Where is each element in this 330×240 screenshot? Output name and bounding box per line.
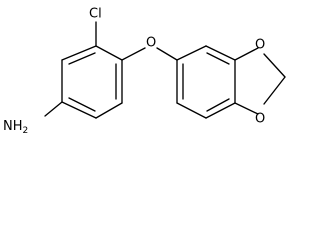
- aniline-ring: [61, 45, 123, 119]
- bond-to-amine: [44, 101, 63, 117]
- double-bond-b4-b5: [206, 98, 230, 112]
- ether-oxygen-label: O: [146, 36, 156, 51]
- chlorine-label: Cl: [89, 7, 102, 22]
- double-bond-b2-b3: [206, 52, 230, 65]
- double-bond-a4-a5: [68, 97, 96, 112]
- bond-a1-a2: [95, 45, 123, 61]
- benzodioxole-ring: [176, 45, 236, 119]
- bond-to-ether-oxygen-left: [121, 47, 146, 61]
- bond-a4-a5: [61, 101, 97, 119]
- methylenedioxy-bridge: [234, 47, 286, 115]
- chemical-structure: Cl O NH2 O O: [3, 7, 286, 136]
- bond-b4-b5: [205, 102, 236, 119]
- bond-b1-b2: [176, 45, 207, 61]
- bond-b2-b3: [205, 45, 236, 61]
- bond-ch2-lower-oxygen: [263, 76, 286, 105]
- bond-b3-upper-oxygen: [234, 47, 259, 61]
- double-bond-a6-a1: [68, 52, 96, 65]
- bond-to-ether-oxygen-right: [156, 47, 178, 61]
- bond-upper-oxygen-ch2: [263, 53, 286, 78]
- amine-label: NH2: [3, 119, 28, 136]
- bond-a6-a1: [61, 45, 97, 61]
- bond-b5-b6: [176, 102, 207, 119]
- substituent-bonds: [44, 21, 178, 117]
- amine-subscript: 2: [23, 126, 29, 136]
- bond-lower-oxygen-b4: [234, 102, 259, 115]
- ring-oxygen-lower-label: O: [255, 112, 265, 127]
- bond-a3-a4: [95, 102, 123, 119]
- amine-text: NH: [3, 119, 23, 134]
- ring-oxygen-upper-label: O: [255, 38, 265, 53]
